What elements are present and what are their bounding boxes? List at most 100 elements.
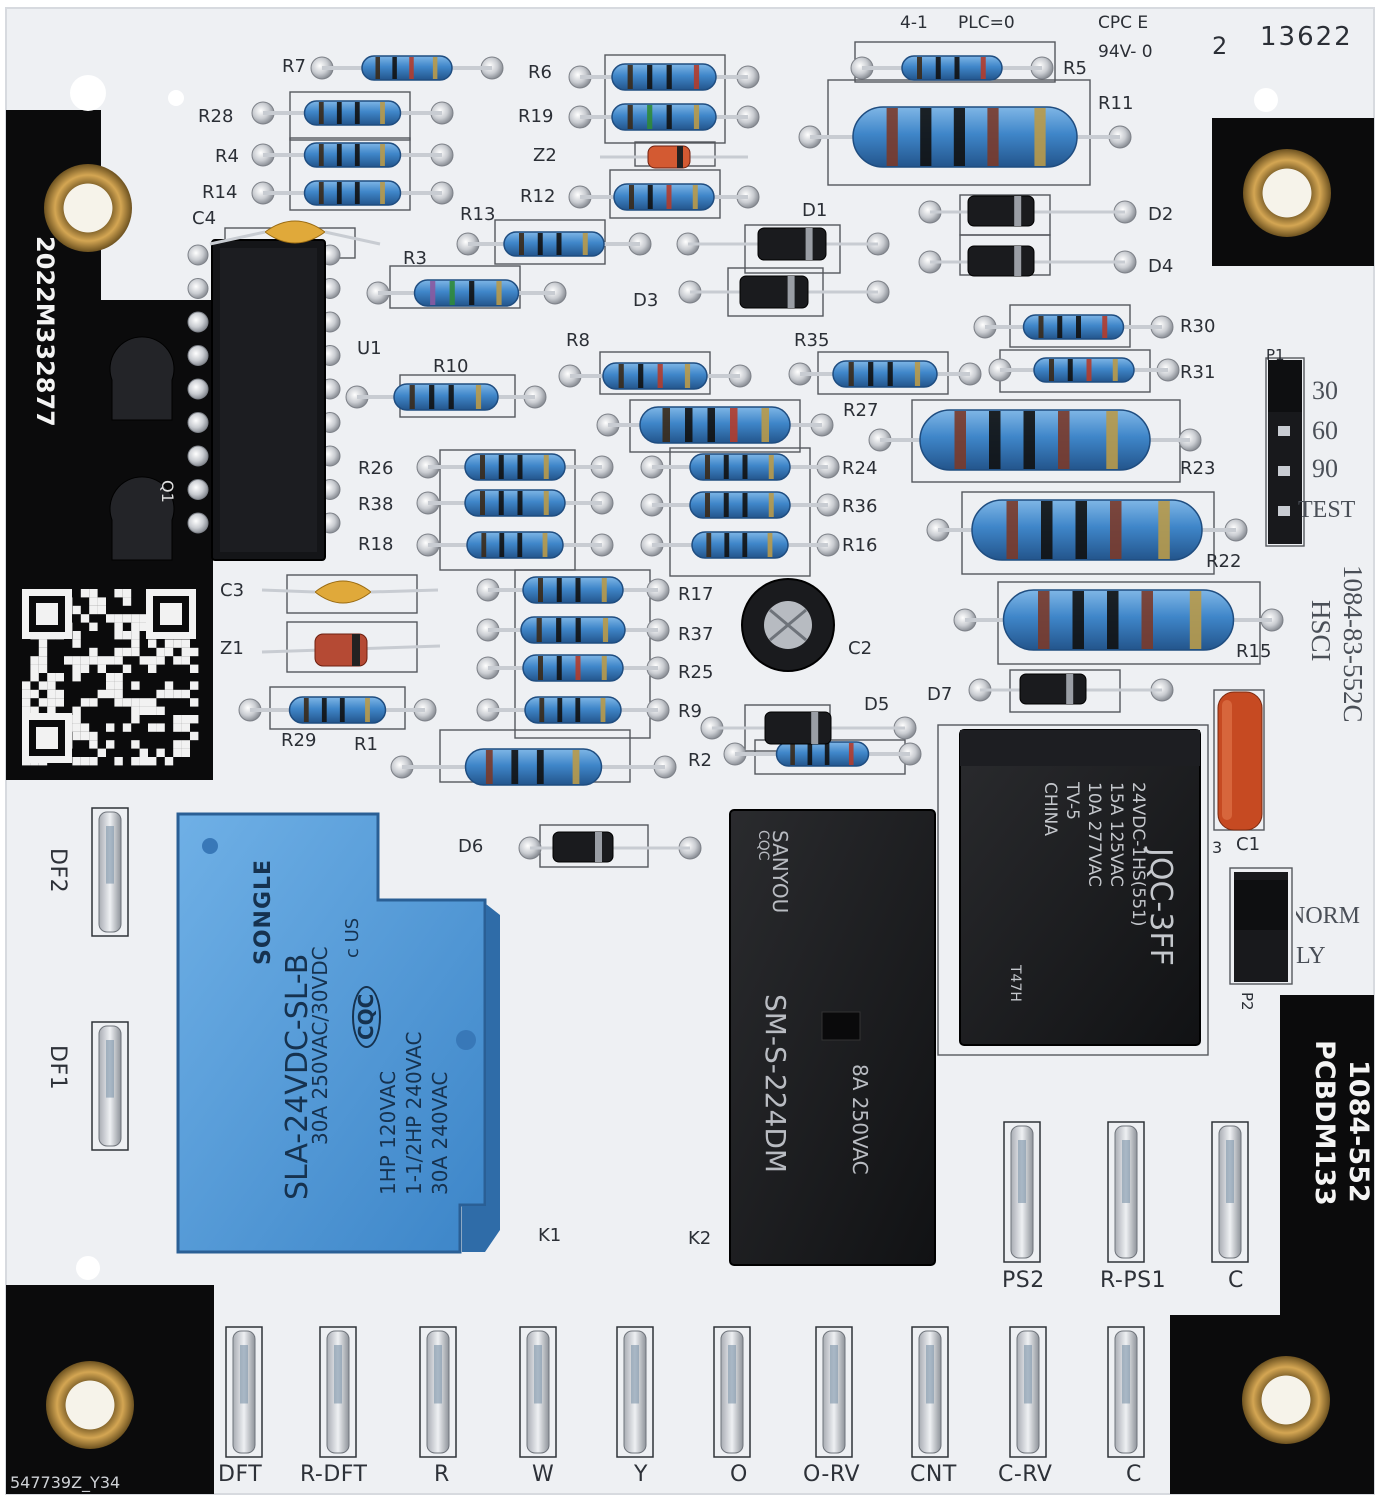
resistor-r26 <box>416 453 614 481</box>
jumper-p1-90[interactable]: 90 <box>1312 454 1338 483</box>
pcb-model: PCBDM133 <box>1309 1040 1340 1206</box>
relay-k2-brand: SANYOU <box>768 830 792 914</box>
spade-terminal[interactable] <box>713 1326 751 1458</box>
label-z2: Z2 <box>533 145 557 166</box>
resistor-r37 <box>476 616 670 644</box>
terminal-r-ps1-label: R-PS1 <box>1100 1268 1167 1293</box>
label-d6: D6 <box>458 836 484 857</box>
relay-k1-line2: 1HP 120VAC <box>376 1070 400 1195</box>
label-r22: R22 <box>1206 551 1242 572</box>
spade-terminal[interactable] <box>225 1326 263 1458</box>
relay-k3-line2: 10A 277VAC <box>1084 782 1104 887</box>
code-mark: 13622 <box>1260 22 1353 52</box>
resistor-r25 <box>476 654 670 682</box>
label-r23: R23 <box>1180 458 1216 479</box>
relay-k2-rating: 8A 250VAC <box>848 1064 872 1175</box>
terminal-c-label: C <box>1126 1462 1142 1487</box>
resistor-r27 <box>596 406 834 444</box>
jumper-p1-test[interactable]: TEST <box>1298 497 1356 523</box>
resistor-r11 <box>798 106 1132 168</box>
resistor-r38 <box>416 489 614 517</box>
spade-terminal[interactable] <box>1107 1326 1145 1458</box>
diode-3 <box>918 195 1137 227</box>
resistor-r24 <box>640 453 840 481</box>
relay-k1-text: SONGLE <box>251 859 276 1105</box>
jumper-p1-30[interactable]: 30 <box>1312 376 1338 405</box>
label-c3: C3 <box>220 580 245 601</box>
label-p2: P2 <box>1238 992 1256 1011</box>
label-r37: R37 <box>678 624 714 645</box>
resistor-r3 <box>366 279 567 307</box>
label-r2: R2 <box>688 750 712 771</box>
label-r24: R24 <box>842 458 878 479</box>
label-r3: R3 <box>403 248 427 269</box>
terminal-c-rv-label: C-RV <box>998 1462 1053 1487</box>
relay-k3-coil: 24VDC-1HS(551) <box>1128 782 1148 927</box>
diode-5 <box>700 711 917 745</box>
rev-mark: 4-1 <box>900 13 928 33</box>
terminal-r-label: R <box>434 1462 450 1487</box>
jumper-p1-60[interactable]: 60 <box>1312 416 1338 445</box>
spade-terminal[interactable] <box>911 1326 949 1458</box>
spade-terminal[interactable] <box>519 1326 557 1458</box>
label-r12: R12 <box>520 186 556 207</box>
label-r16: R16 <box>842 535 878 556</box>
relay-k1-rating: 30A 250VAC/30VDC <box>308 946 332 1145</box>
spade-terminal[interactable] <box>815 1326 853 1458</box>
label-k1: K1 <box>538 1225 562 1246</box>
terminal-df2-label: DF2 <box>45 848 70 894</box>
label-r10: R10 <box>433 356 469 377</box>
jumper-p2-ly[interactable]: LY <box>1296 943 1326 969</box>
terminal-y-label: Y <box>634 1462 648 1487</box>
resistor-r1 <box>390 748 677 786</box>
resistor-r15 <box>953 589 1284 651</box>
resistor-r23 <box>868 409 1202 471</box>
spade-terminal[interactable] <box>1003 1121 1041 1263</box>
resistor-r12 <box>568 183 760 211</box>
label-r28: R28 <box>198 106 234 127</box>
resistor-r16 <box>640 531 840 559</box>
resistor-r9 <box>476 696 670 724</box>
spade-terminal[interactable] <box>91 807 129 937</box>
label-c4: C4 <box>192 208 217 229</box>
resistor-r4 <box>251 142 454 168</box>
resistor-r10 <box>345 383 547 411</box>
resistor-r22 <box>926 499 1248 561</box>
board-code: 1084-83-552C <box>1338 565 1368 723</box>
resistor-r7 <box>310 55 504 81</box>
label-r5: R5 <box>1063 58 1087 79</box>
relay-k2-cert: CQC <box>755 830 771 861</box>
spade-terminal[interactable] <box>319 1326 357 1458</box>
diode-4 <box>918 245 1137 277</box>
spade-terminal[interactable] <box>91 1021 129 1151</box>
label-r25: R25 <box>678 662 714 683</box>
resistor-r6 <box>568 63 760 91</box>
label-r13: R13 <box>460 204 496 225</box>
resistor-r13 <box>456 231 652 257</box>
spade-terminal[interactable] <box>1009 1326 1047 1458</box>
rating-mark: 94V- 0 <box>1098 42 1153 62</box>
label-p1: P1 <box>1266 346 1285 364</box>
label-q1: Q1 <box>158 480 177 503</box>
plc-mark: PLC=0 <box>958 13 1015 33</box>
label-u1: U1 <box>357 338 382 359</box>
resistor-r36 <box>640 491 840 519</box>
label-r17: R17 <box>678 584 714 605</box>
cpc-mark: CPC E <box>1098 13 1149 33</box>
spade-terminal[interactable] <box>1211 1121 1249 1263</box>
spade-terminal[interactable] <box>616 1326 654 1458</box>
resistor-r8 <box>558 362 752 390</box>
jumper-p2-norm[interactable]: NORM <box>1288 903 1361 929</box>
terminal-o-label: O <box>730 1462 748 1487</box>
board-brand: HSCI <box>1306 600 1336 662</box>
label-r15: R15 <box>1236 641 1272 662</box>
serial-number: 2022M332877 <box>31 236 59 427</box>
diode-7 <box>968 673 1174 705</box>
spade-terminal[interactable] <box>419 1326 457 1458</box>
label-r7: R7 <box>282 56 306 77</box>
label-r18: R18 <box>358 534 394 555</box>
relay-k3-code: T47H <box>1007 965 1023 1002</box>
spade-terminal[interactable] <box>1107 1121 1145 1263</box>
